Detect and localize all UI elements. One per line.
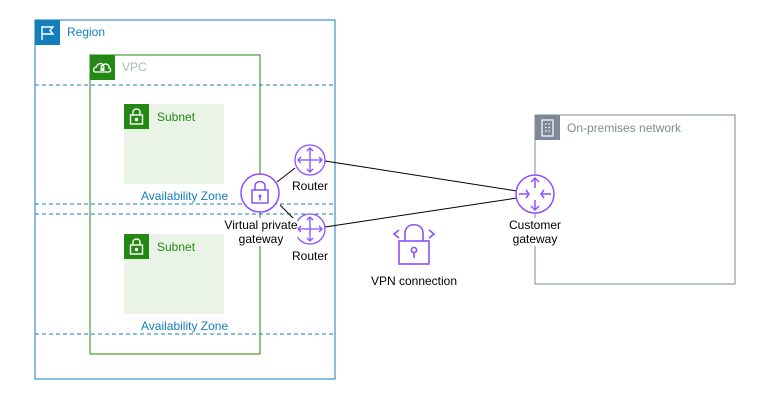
lock-icon [129, 238, 144, 255]
vpc-icon-bg [90, 55, 115, 80]
router-icon [294, 144, 326, 176]
vpn-connection-label: VPN connection [370, 274, 458, 288]
availability-zone-label: Availability Zone [141, 319, 229, 333]
router-label: Router [291, 249, 329, 263]
virtual-private-gateway-label-line1: Virtual private [224, 218, 298, 232]
vpn-tunnel-line-2 [324, 197, 518, 228]
vpn-tunnel-line-1 [324, 160, 518, 192]
customer-gateway-label-line1: Customer [508, 218, 562, 232]
cloud-lock-icon [93, 62, 112, 73]
customer-gateway-label-line2: gateway [512, 232, 558, 246]
building-icon [541, 119, 554, 137]
vpn-gateway-lock-icon [240, 173, 280, 213]
lock-icon [129, 108, 144, 125]
gateway-router-connector-1 [276, 167, 296, 183]
router-icon [294, 213, 326, 245]
customer-gateway-label: Customer gateway [508, 218, 562, 246]
availability-zone-boundary-1 [35, 84, 335, 205]
subnet-icon-bg-1 [124, 104, 149, 129]
on-premises-network-label: On-premises network [567, 121, 682, 135]
region-label: Region [67, 25, 106, 39]
router-icon [515, 174, 555, 214]
gateway-router-connector-2 [279, 204, 296, 221]
vpc-label: VPC [122, 60, 147, 74]
flag-icon [41, 26, 55, 40]
availability-zone-label: Availability Zone [141, 189, 229, 203]
region-boundary [34, 19, 336, 380]
on-premises-boundary [534, 114, 736, 285]
subnet-label: Subnet [157, 110, 196, 124]
availability-zone-boundary-2 [35, 213, 335, 335]
virtual-private-gateway-label-line2: gateway [238, 232, 284, 246]
virtual-private-gateway-label: Virtual private gateway [224, 218, 298, 246]
subnet-label: Subnet [157, 240, 196, 254]
subnet-icon-bg-2 [124, 234, 149, 259]
region-icon-bg [35, 20, 60, 45]
vpn-connection-icon [392, 223, 436, 265]
router-label: Router [291, 179, 329, 193]
